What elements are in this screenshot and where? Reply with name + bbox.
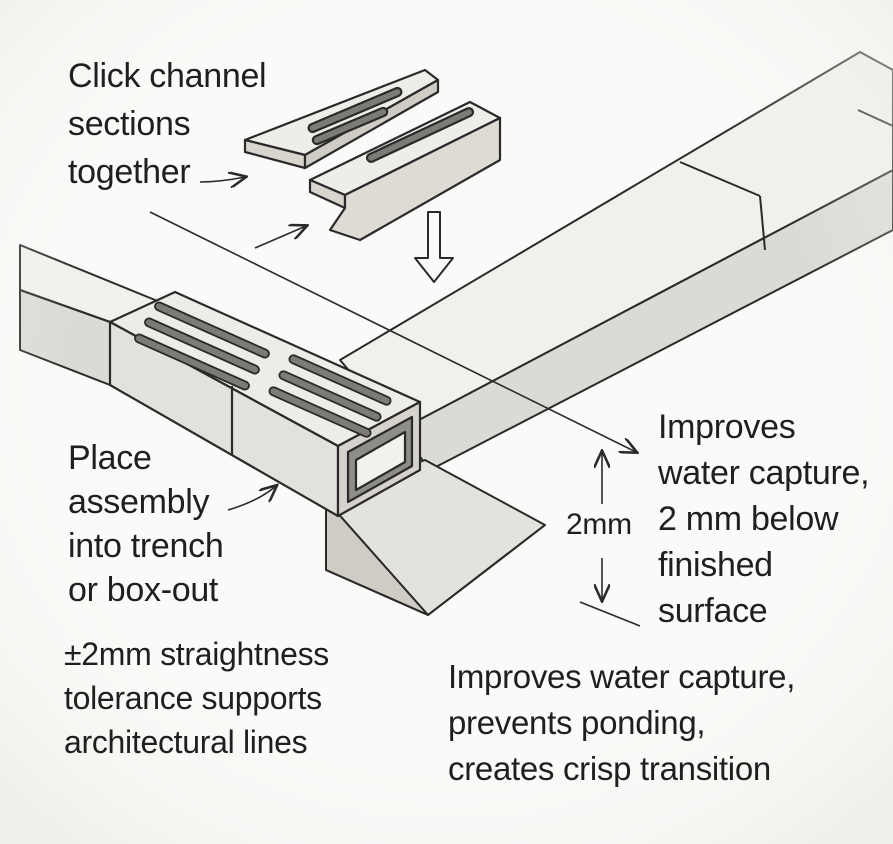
label-line: finished — [658, 546, 773, 584]
label-improves-water-capture: Improves water capture, 2 mm below finis… — [658, 404, 870, 634]
label-benefits-summary: Improves water capture, prevents ponding… — [448, 654, 795, 792]
label-place-assembly: Place assembly into trench or box-out — [68, 436, 224, 612]
label-line: ±2mm straightness — [64, 636, 329, 672]
dimension-value: 2mm — [566, 508, 632, 541]
label-line: architectural lines — [64, 724, 308, 760]
label-click-channel-sections: Click channel sections together — [68, 52, 267, 196]
label-line: assembly — [68, 483, 210, 521]
label-gap-dimension: 2mm — [566, 505, 632, 545]
label-line: Improves water capture, — [448, 658, 796, 695]
label-line: or box-out — [68, 571, 219, 609]
label-line: prevents ponding, — [448, 704, 706, 741]
label-line: creates crisp transition — [448, 750, 771, 787]
label-line: sections — [68, 105, 191, 143]
label-line: Place — [68, 439, 152, 477]
placement-arrow — [414, 211, 454, 283]
label-line: together — [68, 153, 191, 191]
label-line: Click channel — [68, 57, 267, 95]
label-line: Improves — [658, 408, 796, 446]
label-line: tolerance supports — [64, 680, 322, 716]
label-line: 2 mm below — [658, 500, 839, 538]
label-line: surface — [658, 592, 768, 630]
label-straightness-tolerance: ±2mm straightness tolerance supports arc… — [64, 632, 329, 764]
label-line: water capture, — [658, 454, 870, 492]
label-line: into trench — [68, 527, 224, 565]
